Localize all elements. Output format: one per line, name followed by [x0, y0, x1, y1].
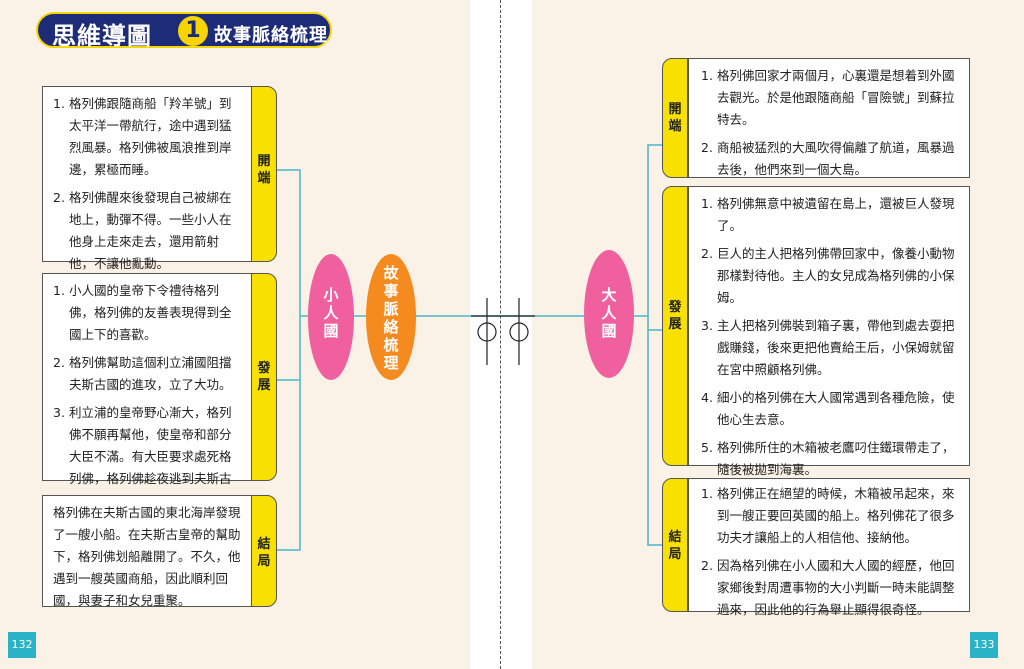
list-item: 1.小人國的皇帝下令禮待格列佛，格列佛的友善表現得到全國上下的喜歡。	[53, 283, 232, 342]
left-beginning-box: 1.格列佛跟隨商船「羚羊號」到太平洋一帶航行，途中遇到猛烈風暴。格列佛被風浪推到…	[42, 86, 252, 271]
list-item: 3.主人把格列佛裝到箱子裏，帶他到處去耍把戲賺錢，後來更把他賣給王后，小保姆就留…	[701, 318, 955, 377]
right-node-ellipse: 大人國	[584, 250, 634, 378]
left-ending-box: 格列佛在夫斯古國的東北海岸發現了一艘小船。在夫斯古皇帝的幫助下，格列佛划船離開了…	[42, 495, 252, 608]
page-title: 思維導圖	[52, 22, 152, 50]
left-ending-tab: 結局	[251, 495, 277, 607]
fold-line	[500, 0, 501, 669]
list-item: 5.格列佛所住的木箱被老鷹叼住鐵環帶走了，隨後被拋到海裏。	[701, 440, 955, 477]
left-node-ellipse: 小人國	[308, 254, 354, 380]
list-item: 1.格列佛正在絕望的時候，木箱被吊起來，來到一艘正要回英國的船上。格列佛花了很多…	[701, 486, 955, 545]
center-node-ellipse: 故事脈絡梳理	[366, 254, 416, 380]
right-development-tab: 發展	[662, 186, 688, 466]
list-item: 2.商船被猛烈的大風吹得偏離了航道，風暴過去後，他們來到一個大島。	[701, 140, 955, 177]
title-number-badge: 1	[178, 16, 208, 46]
left-development-tab: 發展	[251, 273, 277, 481]
registration-marks	[471, 298, 535, 365]
page-subtitle: 故事脈絡梳理	[214, 25, 328, 46]
left-beginning-tab: 開端	[251, 86, 277, 262]
right-branch-line	[647, 144, 662, 546]
list-item: 3.利立浦的皇帝野心漸大，格列佛不願再幫他，使皇帝和部分大臣不滿。有大臣要求處死…	[53, 405, 232, 508]
page-number-left: 132	[8, 632, 36, 658]
list-item: 2.格列佛醒來後發現自己被綁在地上，動彈不得。一些小人在他身上走來走去，還用箭射…	[53, 190, 232, 271]
left-development-box: 1.小人國的皇帝下令禮待格列佛，格列佛的友善表現得到全國上下的喜歡。 2.格列佛…	[42, 273, 252, 508]
list-item: 2.巨人的主人把格列佛帶回家中，像養小動物那樣對待他。主人的女兒成為格列佛的小保…	[701, 246, 955, 305]
right-ending-box: 1.格列佛正在絕望的時候，木箱被吊起來，來到一艘正要回英國的船上。格列佛花了很多…	[688, 478, 970, 617]
list-item: 1.格列佛回家才兩個月，心裏還是想着到外國去觀光。於是他跟隨商船「冒險號」到蘇拉…	[701, 68, 955, 127]
page-title-banner: 思維導圖 1 故事脈絡梳理	[36, 12, 332, 50]
right-beginning-box: 1.格列佛回家才兩個月，心裏還是想着到外國去觀光。於是他跟隨商船「冒險號」到蘇拉…	[688, 58, 970, 178]
list-item: 4.細小的格列佛在大人國常遇到各種危險，使他心生去意。	[701, 390, 955, 427]
page-number-right: 133	[970, 632, 998, 658]
right-ending-tab: 結局	[662, 478, 688, 612]
left-branch-line	[276, 169, 301, 551]
right-development-box: 1.格列佛無意中被遺留在島上，還被巨人發現了。 2.巨人的主人把格列佛帶回家中，…	[688, 186, 970, 477]
book-gutter	[470, 0, 532, 669]
list-item: 2.因為格列佛在小人國和大人國的經歷，他回家鄉後對周遭事物的大小判斷一時未能調整…	[701, 558, 955, 617]
list-item: 2.格列佛幫助這個利立浦國阻擋夫斯古國的進攻，立了大功。	[53, 355, 232, 392]
right-beginning-tab: 開端	[662, 58, 688, 178]
list-item: 1.格列佛跟隨商船「羚羊號」到太平洋一帶航行，途中遇到猛烈風暴。格列佛被風浪推到…	[53, 96, 232, 177]
list-item: 1.格列佛無意中被遺留在島上，還被巨人發現了。	[701, 196, 955, 233]
